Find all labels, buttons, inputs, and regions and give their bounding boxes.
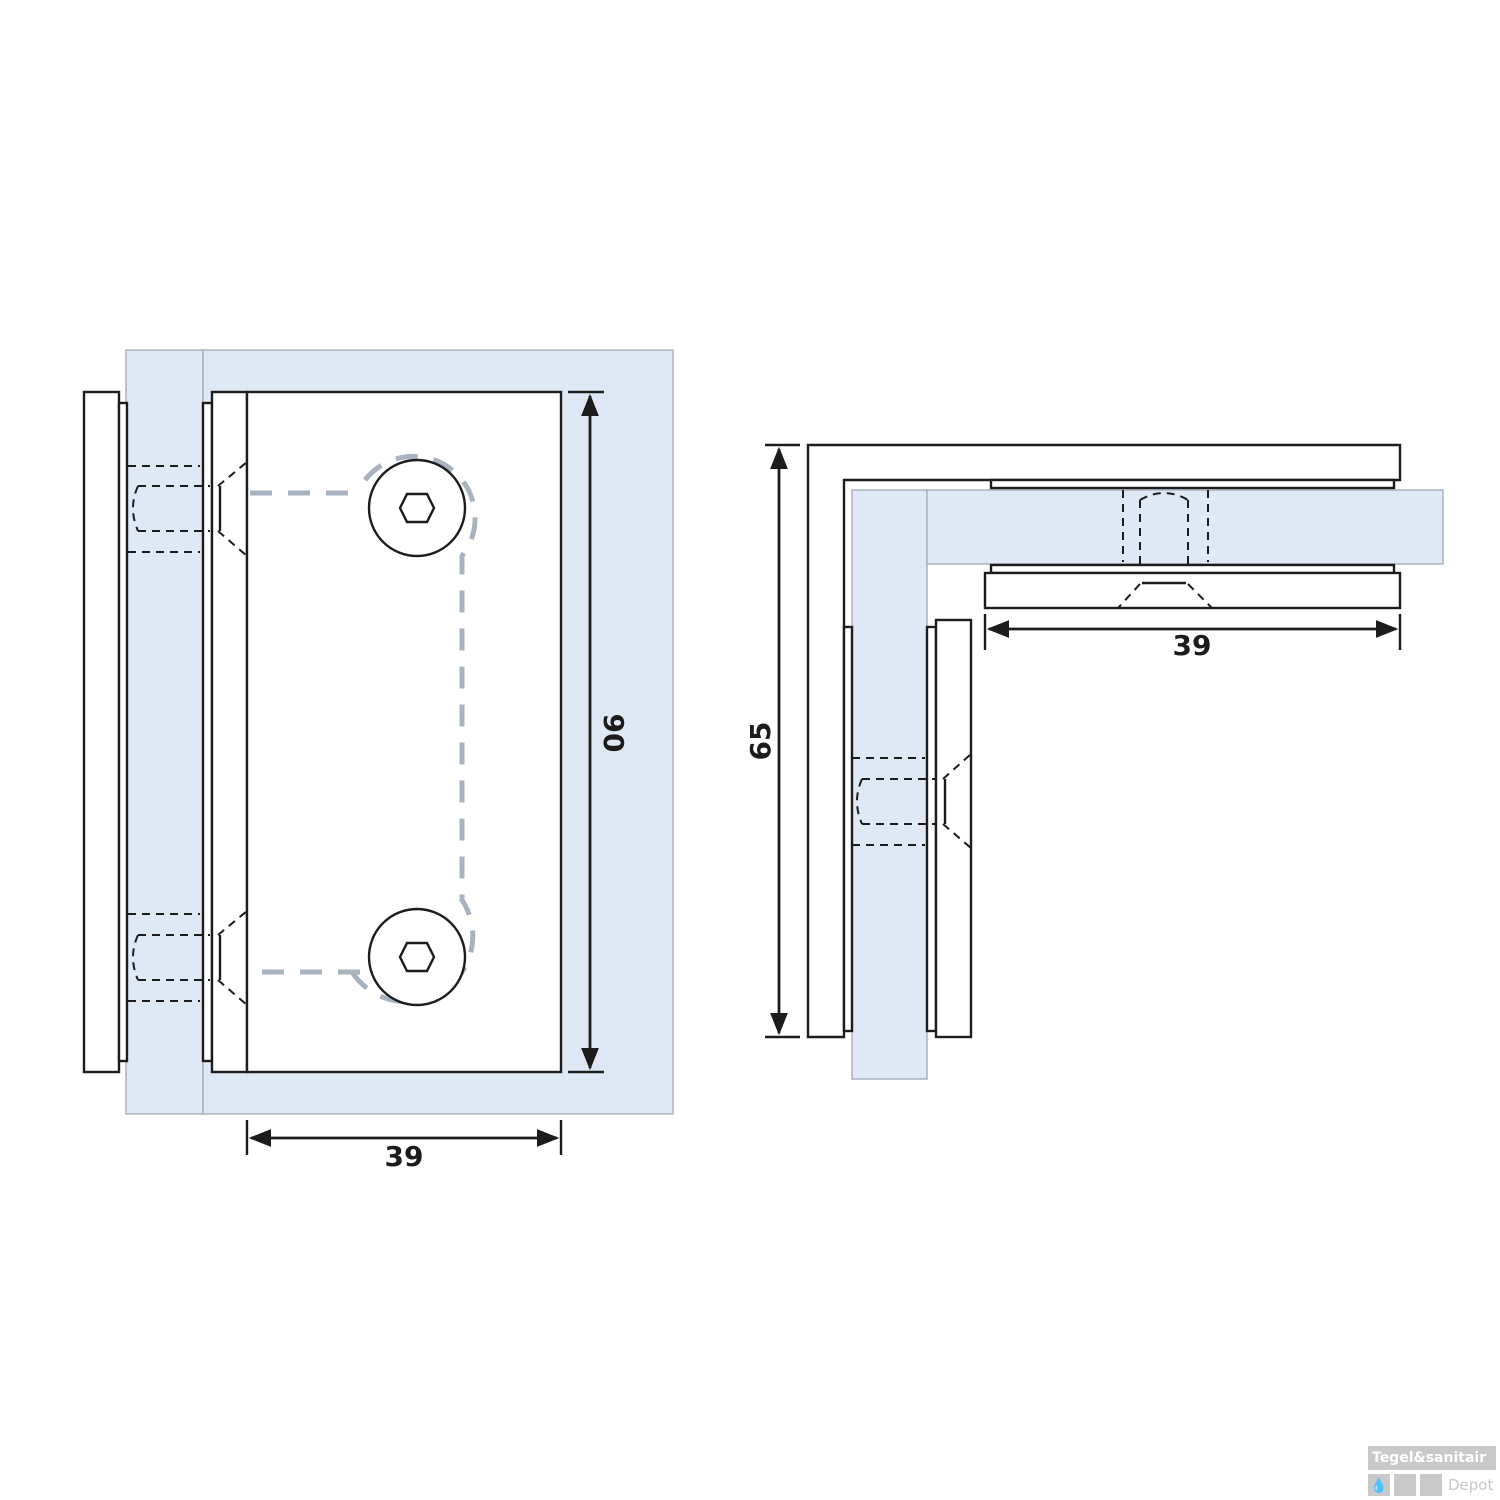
dimension-width-39 — [245, 1120, 563, 1155]
dimension-height-65 — [765, 443, 800, 1039]
corner-body — [806, 443, 1402, 1039]
top-gasket-lower — [989, 563, 1396, 575]
inner-gasket — [201, 401, 214, 1063]
inner-clamp-plate — [210, 390, 249, 1074]
side-clamp-plate — [934, 618, 973, 1039]
glass-panel-horizontal — [926, 489, 1444, 565]
glass-panel-vertical — [851, 489, 928, 1080]
side-bolt-hidden — [852, 753, 972, 849]
outer-clamp-plate — [82, 390, 121, 1074]
dimension-height-90 — [568, 390, 604, 1074]
label-front-width: 39 — [385, 1140, 424, 1173]
logo-subtitle: Depot — [1448, 1476, 1494, 1494]
upper-bolt-hidden — [128, 461, 248, 557]
dimension-width-39-top — [983, 614, 1402, 650]
top-bolt-hidden — [1117, 490, 1213, 609]
droplet-icon: 💧 — [1368, 1474, 1390, 1496]
lower-bolt-hidden — [128, 910, 248, 1006]
upper-screw — [367, 458, 467, 558]
side-gasket-left — [842, 625, 854, 1033]
gasket-outline — [250, 453, 478, 1005]
label-top-height: 65 — [744, 722, 777, 761]
label-front-height: 90 — [597, 714, 630, 753]
logo-bottom-row: 💧 Depot — [1368, 1474, 1496, 1496]
logo-square — [1394, 1474, 1416, 1496]
logo-square — [1420, 1474, 1442, 1496]
logo-title: Tegel&sanitair — [1368, 1446, 1496, 1470]
top-gasket-upper — [989, 478, 1396, 490]
lower-screw — [367, 907, 467, 1007]
label-top-width: 39 — [1173, 629, 1212, 662]
outer-gasket-left — [117, 401, 129, 1063]
brand-logo: Tegel&sanitair 💧 Depot — [1368, 1446, 1496, 1496]
side-gasket-right — [925, 625, 938, 1033]
top-view — [765, 443, 1444, 1080]
top-clamp-plate — [983, 571, 1402, 610]
glass-panel-fixed — [125, 349, 204, 1115]
front-view — [82, 349, 674, 1155]
